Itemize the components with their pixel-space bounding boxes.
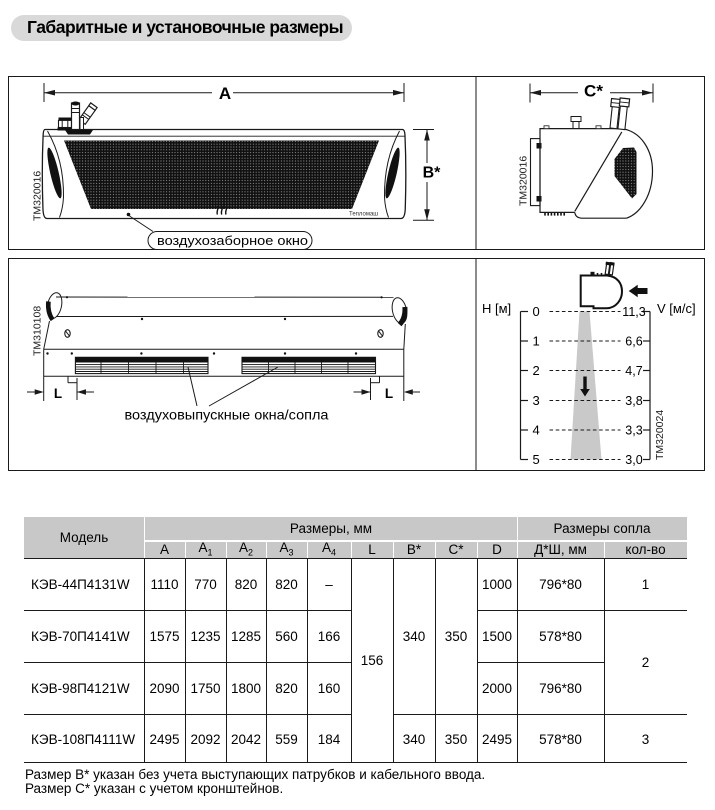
svg-text:L: L: [385, 386, 393, 401]
svg-text:L: L: [54, 386, 62, 401]
svg-text:3,3: 3,3: [625, 424, 642, 438]
svg-text:3: 3: [533, 393, 540, 408]
svg-text:5: 5: [533, 452, 540, 467]
svg-text:3,0: 3,0: [625, 453, 642, 467]
svg-text:TM320016: TM320016: [518, 156, 530, 206]
svg-text:воздухозаборное окно: воздухозаборное окно: [157, 233, 308, 248]
svg-text:3,8: 3,8: [625, 394, 642, 408]
svg-text:C*: C*: [584, 82, 603, 101]
svg-text:4: 4: [533, 423, 540, 438]
svg-text:A: A: [219, 84, 231, 103]
svg-text:0: 0: [533, 304, 540, 319]
svg-text:11,3: 11,3: [622, 305, 645, 319]
svg-text:2: 2: [533, 363, 540, 378]
svg-text:1: 1: [533, 334, 540, 349]
svg-text:TM320016: TM320016: [32, 171, 44, 221]
svg-text:4,7: 4,7: [625, 364, 642, 378]
svg-text:V [м/с]: V [м/с]: [657, 301, 696, 316]
svg-text:H [м]: H [м]: [482, 301, 511, 316]
svg-text:TM310108: TM310108: [32, 306, 44, 356]
svg-text:Тепломаш: Тепломаш: [349, 212, 378, 218]
svg-text:TM320024: TM320024: [654, 410, 666, 460]
svg-text:6,6: 6,6: [625, 335, 642, 349]
svg-text:воздуховыпускные окна/сопла: воздуховыпускные окна/сопла: [125, 407, 329, 423]
svg-text:B*: B*: [423, 165, 442, 182]
